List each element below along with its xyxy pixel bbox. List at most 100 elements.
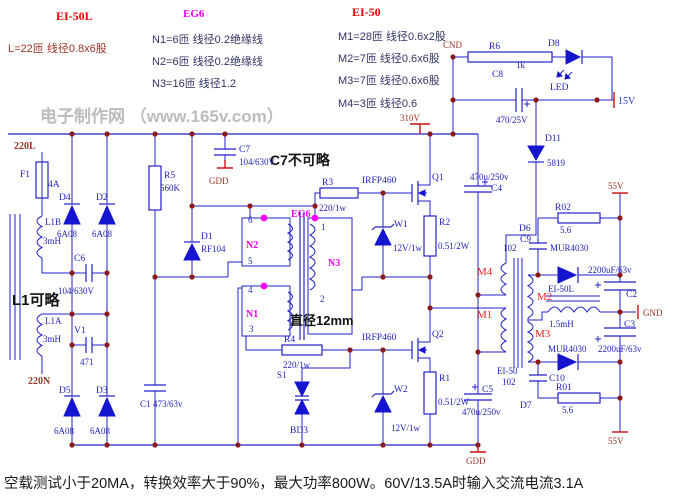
cap-c5-icon	[464, 393, 492, 401]
term-220l: 220L	[14, 141, 36, 152]
d4-ref: D4	[59, 193, 71, 203]
plus-c5	[472, 384, 478, 390]
w1-ref: W1	[394, 220, 408, 230]
d1-val: RF104	[201, 244, 226, 254]
term-gdd1: GDD	[209, 176, 229, 186]
q1-type: IRFP460	[362, 176, 397, 186]
r1-val: 0.51/2W	[438, 397, 470, 407]
coil-n2-icon	[286, 223, 293, 261]
r5-val: 560K	[160, 183, 181, 193]
f1-ref: F1	[20, 170, 30, 180]
q2-type: IRFP460	[362, 333, 397, 343]
bd3-ref: BD3	[290, 426, 308, 436]
c8-val: 470/25V	[496, 115, 528, 125]
resistor-r1-icon	[423, 371, 437, 415]
l1b-val: 3mH	[43, 236, 62, 246]
c6-val: 104/630V	[58, 286, 95, 296]
diode-d3-icon	[98, 395, 116, 417]
term-310v: 310V	[400, 113, 421, 123]
coil-m3-icon	[526, 321, 534, 363]
r4-ref: R4	[284, 335, 295, 345]
d5-val: 6A08	[54, 426, 74, 436]
bottom-note: 空载测试小于20MA，转换效率大于90%，最大功率800W。60V/13.5A时…	[4, 474, 584, 492]
diode-d1-icon	[183, 241, 201, 261]
d6-ref: D6	[519, 224, 531, 234]
d1-ref: D1	[201, 232, 213, 242]
plus-c8	[524, 101, 530, 107]
c9-ref: C9	[520, 235, 531, 245]
cap-c7-icon	[214, 148, 236, 156]
c10-val: 102	[502, 377, 516, 387]
d3-val: 6A08	[90, 426, 110, 436]
d7-ref: D7	[520, 401, 532, 411]
r02-ref: R02	[555, 203, 571, 213]
d11-val: 5819	[547, 158, 566, 168]
c3-ref: C3	[624, 320, 635, 330]
led-d8-icon	[556, 49, 583, 80]
coil-m1-icon	[500, 307, 508, 353]
plus-c3	[595, 336, 601, 342]
m4-label: M4	[477, 266, 493, 278]
plus-c2	[595, 282, 601, 288]
m3-label: M3	[535, 328, 551, 340]
zener-w1-icon	[371, 223, 395, 246]
diac-bd3-icon	[294, 378, 310, 418]
mosfet-q2-icon	[411, 338, 427, 362]
w1-val: 12V/1w	[393, 243, 423, 253]
r6-ref: R6	[489, 42, 500, 52]
l1a-ref: L1A	[45, 316, 62, 326]
resistor-r6-icon	[467, 51, 553, 63]
resistor-r3-icon	[319, 187, 359, 199]
dia-note: 直径12mm	[290, 313, 354, 328]
cap-c2-icon	[604, 281, 636, 291]
junction-dots	[69, 54, 623, 448]
d5-ref: D5	[59, 386, 71, 396]
r01-val: 5.6	[562, 405, 574, 415]
phase-dot-n1	[260, 282, 268, 290]
l1b-ref: L1B	[45, 217, 61, 227]
resistor-r02-icon	[557, 212, 601, 224]
c2-ref: C2	[626, 290, 637, 300]
n2-label: N2	[246, 240, 258, 251]
v1-ref: V1	[74, 326, 86, 336]
q2-ref: Q2	[432, 330, 444, 340]
eg6-label: EG6	[291, 209, 310, 220]
c7-val: 104/630V	[239, 157, 276, 167]
tx1-title: EI-50L	[56, 9, 93, 23]
m2-spec: M2=7匝 线径0.6x6股	[338, 51, 440, 65]
d8-val: LED	[550, 83, 569, 93]
term-220n: 220N	[28, 376, 51, 387]
cap-c8-icon	[515, 88, 523, 112]
term-55v-bot: 55V	[608, 436, 624, 446]
n2-spec: N2=6匝 线径0.2绝缘线	[152, 54, 263, 68]
m1-label: M1	[477, 309, 492, 321]
diode-d11-icon	[527, 145, 545, 163]
coil-m2-icon	[526, 274, 534, 319]
resistor-r2-icon	[423, 215, 437, 257]
term-15v: 15V	[618, 96, 636, 107]
c6-ref: C6	[74, 254, 85, 264]
r01-ref: R01	[556, 383, 572, 393]
term-cnd: CND	[443, 40, 463, 50]
term-55v-top: 55V	[608, 181, 624, 191]
r6-val: 1k	[516, 60, 526, 70]
plus-c4	[482, 179, 488, 185]
d3-ref: D3	[96, 386, 108, 396]
ei50-title: EI-50	[352, 5, 381, 19]
c5-ref: C5	[482, 385, 493, 395]
c3-val: 2200uF/63v	[598, 344, 642, 354]
phase-dot-n3	[311, 214, 319, 222]
n1-label: N1	[246, 309, 258, 320]
c2-val: 2200uF/63v	[588, 265, 632, 275]
cap-c1-icon	[144, 384, 166, 392]
cap-c9-icon	[529, 242, 547, 250]
d8-ref: D8	[548, 39, 560, 49]
pin-6: 6	[248, 215, 253, 225]
diode-d2-icon	[98, 203, 116, 225]
s1-ref: S1	[277, 370, 287, 380]
n3-spec: N3=16匝 线径1.2	[152, 76, 236, 90]
d11-ref: D11	[545, 134, 561, 144]
pin-2: 2	[320, 294, 325, 304]
c8-ref: C8	[492, 70, 503, 80]
